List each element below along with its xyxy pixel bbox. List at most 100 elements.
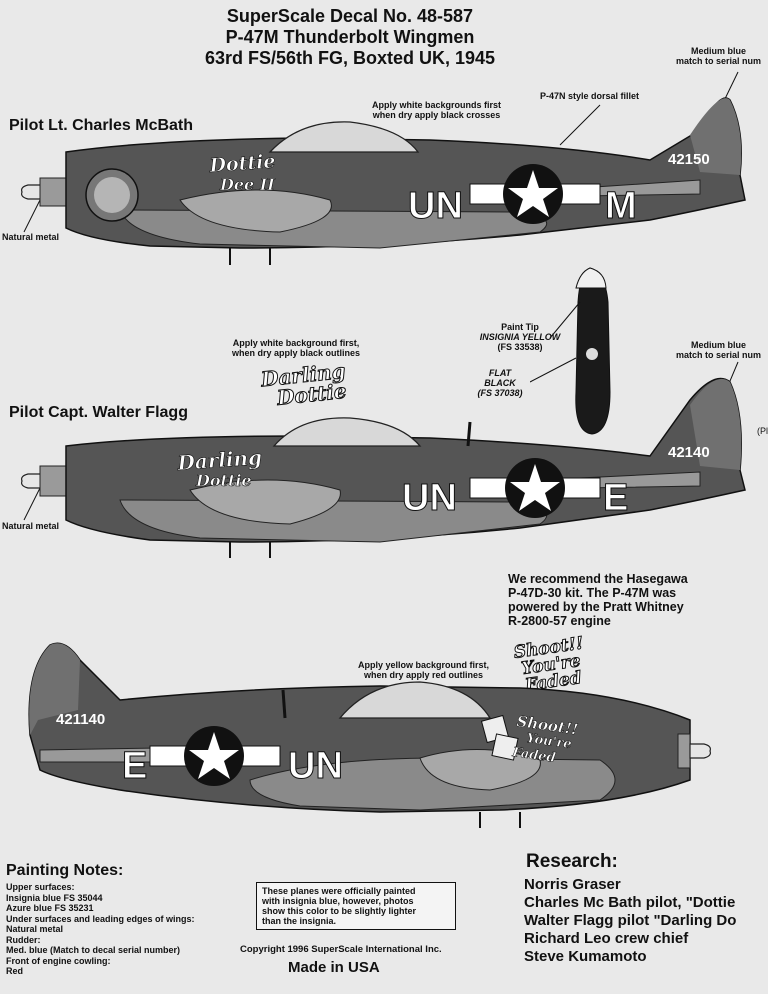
note-line: Medium blue	[691, 340, 747, 350]
nose-art-line: You're	[525, 731, 572, 752]
research-list: Norris Graser Charles Mc Bath pilot, "Do…	[524, 876, 768, 966]
leader-line	[559, 104, 601, 146]
leader-line	[23, 487, 41, 521]
canopy	[268, 121, 420, 153]
p47-profile-2: UN E 42140 Darling Dottie	[21, 361, 746, 558]
leader-line	[530, 357, 577, 383]
nose-art-line: Dottie	[195, 471, 252, 490]
wing-root	[179, 189, 332, 233]
note-line: Apply yellow background first,	[358, 660, 490, 670]
note-line: Medium blue	[691, 46, 747, 56]
note-line: Paint Tip	[501, 322, 539, 332]
note-line: BLACK	[484, 378, 516, 388]
wing-root	[189, 479, 341, 525]
leader-line	[549, 301, 581, 339]
antenna	[466, 421, 472, 447]
p47-profile-3: E UN 421140 Shoot!! You're Faded	[28, 642, 711, 828]
note-line: when dry apply black crosses	[372, 110, 501, 120]
painting-notes-title: Painting Notes:	[6, 862, 124, 879]
research-line: Charles Mc Bath pilot, "Dottie	[524, 894, 736, 911]
profile2-metal-note: Natural metal	[2, 521, 60, 531]
painting-note-line: Rudder:	[6, 934, 41, 945]
antenna	[281, 689, 287, 719]
painting-note-line: Insignia blue FS 35044	[6, 892, 103, 903]
prop-hub	[39, 465, 69, 497]
painting-note-line: Natural metal	[6, 924, 64, 934]
note-line: FLAT	[488, 368, 512, 378]
bomb-tip-note: Paint Tip INSIGNIA YELLOW (FS 33538)	[470, 322, 570, 352]
note-line: match to serial num	[676, 56, 762, 66]
aircraft-letter: E	[122, 745, 147, 787]
research-line: Walter Flagg pilot "Darling Do	[524, 912, 737, 929]
recommend-line: R-2800-57 engine	[508, 614, 611, 628]
canopy	[338, 681, 492, 719]
edge-note: (Pl	[757, 426, 768, 436]
nose-art-line: Dottie	[208, 150, 276, 177]
box-note-line: with insignia blue, however, photos	[262, 896, 414, 906]
recommend-line: powered by the Pratt Whitney	[508, 600, 684, 614]
rudder	[690, 98, 742, 175]
title-line-1: SuperScale Decal No. 48-587	[226, 6, 474, 26]
bomb-black-note: FLAT BLACK (FS 37038)	[470, 368, 530, 398]
leader-line	[23, 199, 41, 233]
serial-number: 42150	[668, 151, 710, 168]
serial-number: 421140	[56, 711, 105, 728]
spinner	[689, 743, 711, 759]
note-line: match to serial num	[676, 350, 762, 360]
recommend-line: P-47D-30 kit. The P-47M was	[508, 586, 677, 600]
insignia-star	[508, 170, 558, 217]
insignia-star	[189, 732, 239, 779]
research-line: Norris Graser	[524, 876, 621, 893]
research-line: Richard Leo crew chief	[524, 930, 689, 947]
profile1-blue-note: Medium blue match to serial num	[676, 46, 761, 66]
painting-note-line: Upper surfaces:	[6, 882, 75, 892]
note-line: INSIGNIA YELLOW	[479, 332, 561, 342]
profile2-blue-note: Medium blue match to serial num	[676, 340, 761, 360]
profile1-metal-note: Natural metal	[2, 232, 60, 242]
p47-profile-1: UN M 42150 Dottie Dee II	[21, 71, 746, 265]
note-line: Apply white background first,	[232, 338, 360, 348]
bomb-tip	[575, 267, 607, 289]
made-in: Made in USA	[288, 959, 380, 976]
title-line-2: P-47M Thunderbolt Wingmen	[225, 27, 475, 47]
squadron-badge-inner	[94, 177, 130, 213]
research-title: Research:	[526, 851, 618, 872]
recommend-line: We recommend the Hasegawa	[508, 572, 688, 586]
color-note-box: These planes were officially painted wit…	[256, 882, 456, 930]
research-line: Steve Kumamoto	[524, 948, 647, 965]
serial-number: 42140	[668, 444, 710, 461]
box-note-line: show this color to be slightly lighter	[262, 906, 417, 916]
note-line: when dry apply red outlines	[364, 670, 484, 680]
dice-art	[491, 733, 519, 761]
note-line: Apply white backgrounds first	[372, 100, 502, 110]
wing-underside	[119, 209, 548, 249]
note-line: (FS 33538)	[497, 342, 543, 352]
profile1-fillet-note: P-47N style dorsal fillet	[540, 91, 640, 101]
rudder	[690, 378, 742, 470]
squadron-code: UN	[402, 477, 457, 519]
prop-hub	[677, 733, 691, 769]
painting-note-line: Red	[6, 966, 24, 976]
painting-note-line: Front of engine cowling:	[6, 955, 111, 966]
rudder	[29, 643, 81, 735]
bomb-drawing	[530, 267, 611, 435]
nose-art-line: Dee II	[219, 175, 275, 194]
box-note-line: than the insignia.	[262, 916, 337, 926]
profile3-yellow-note: Apply yellow background first, when dry …	[358, 660, 489, 680]
painting-note-line: Med. blue (Match to decal serial number)	[6, 945, 181, 955]
bomb-marking	[586, 348, 598, 360]
canopy	[272, 417, 422, 447]
title-line-3: 63rd FS/56th FG, Boxted UK, 1945	[204, 48, 496, 68]
spinner	[21, 184, 43, 200]
squadron-code: UN	[288, 745, 343, 787]
kit-recommendation: We recommend the Hasegawa P-47D-30 kit. …	[508, 572, 688, 628]
box-note-line: These planes were officially painted	[262, 886, 416, 896]
spinner	[21, 473, 43, 489]
painting-note-line: Under surfaces and leading edges of wing…	[6, 913, 195, 924]
insignia-star	[510, 464, 560, 511]
aircraft-letter: M	[605, 185, 637, 227]
prop-hub	[39, 177, 69, 207]
painting-notes-list: Upper surfaces: Insignia blue FS 35044 A…	[6, 882, 195, 977]
profile1-white-note: Apply white backgrounds first when dry a…	[372, 100, 501, 120]
nose-art-line: Faded	[510, 745, 556, 766]
